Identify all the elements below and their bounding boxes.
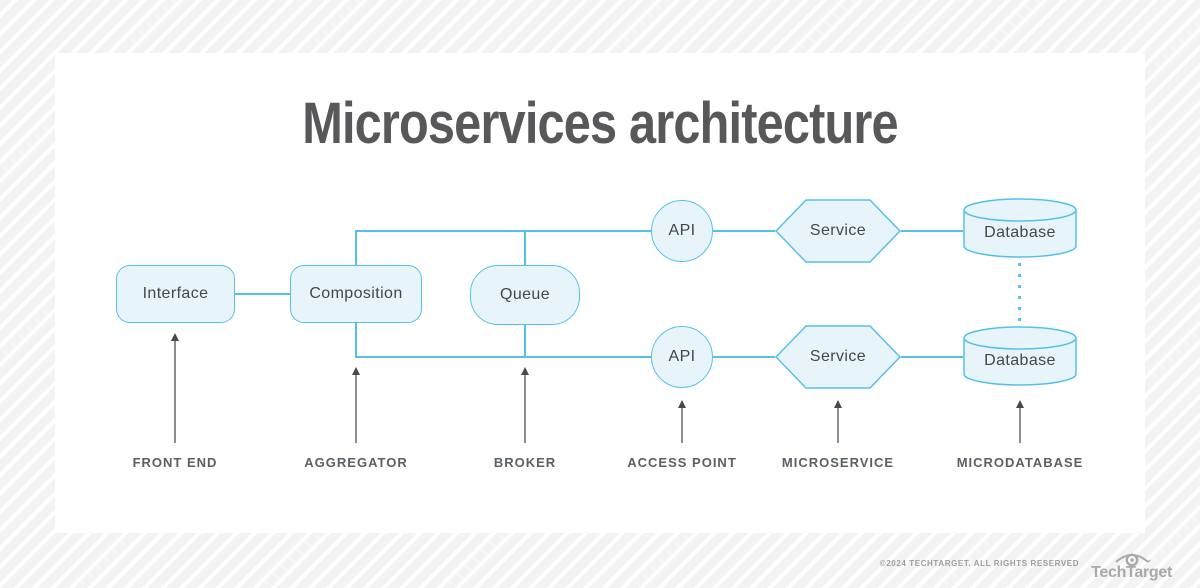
arrow-up-broker — [520, 367, 530, 443]
node-service-top-label: Service — [809, 222, 867, 239]
connector-queue-down — [524, 325, 526, 357]
eye-icon — [1114, 553, 1151, 567]
techtarget-logo: TechTarget — [1091, 549, 1172, 582]
node-interface: Interface — [116, 265, 235, 323]
node-service-top: Service — [775, 199, 901, 263]
node-database-top: Database — [963, 198, 1077, 258]
node-composition-label: Composition — [309, 285, 403, 302]
node-interface-label: Interface — [142, 285, 209, 302]
role-label-microservice: MICROSERVICE — [781, 455, 895, 470]
connector-database-dotted — [1018, 263, 1021, 323]
node-database-bottom-label: Database — [984, 352, 1056, 369]
node-api-top: API — [651, 200, 713, 262]
connector-api-service-bottom — [713, 356, 775, 358]
brand-text: TechTarget — [1091, 564, 1172, 581]
connector-service-database-bottom — [901, 356, 963, 358]
node-api-top-label: API — [668, 222, 696, 239]
role-label-microdatabase: MICRODATABASE — [956, 455, 1084, 470]
connector-composition-up — [355, 230, 357, 266]
arrowhead-icon — [171, 333, 179, 341]
role-label-broker: BROKER — [493, 455, 557, 470]
hexagon-icon — [775, 199, 901, 263]
arrowhead-icon — [352, 367, 360, 375]
node-composition: Composition — [290, 265, 422, 323]
page-title: Microservices architecture — [302, 91, 898, 156]
connector-api-service-top — [713, 230, 775, 232]
arrowhead-icon — [521, 367, 529, 375]
arrow-up-access-point — [677, 400, 687, 443]
arrowhead-icon — [678, 400, 686, 408]
arrow-up-front-end — [170, 333, 180, 443]
connector-bottom-bus — [355, 356, 651, 358]
node-queue: Queue — [470, 265, 580, 325]
node-queue-label: Queue — [499, 286, 551, 303]
connector-top-bus — [355, 230, 651, 232]
copyright-text: ©2024 TECHTARGET. ALL RIGHTS RESERVED — [879, 559, 1080, 568]
diagram-card: Microservices architecture Interface Com… — [55, 53, 1145, 533]
role-label-front-end: FRONT END — [132, 455, 218, 470]
cylinder-icon — [963, 198, 1077, 258]
arrowhead-icon — [834, 400, 842, 408]
node-service-bottom-label: Service — [809, 348, 867, 365]
role-label-access-point: ACCESS POINT — [627, 455, 737, 470]
node-api-bottom-label: API — [668, 348, 696, 365]
node-database-top-label: Database — [984, 224, 1056, 241]
arrowhead-icon — [1016, 400, 1024, 408]
arrow-up-microservice — [833, 400, 843, 443]
arrow-up-aggregator — [351, 367, 361, 443]
connector-interface-composition — [235, 293, 290, 295]
cylinder-icon — [963, 326, 1077, 386]
connector-service-database-top — [901, 230, 963, 232]
arrow-up-microdatabase — [1015, 400, 1025, 443]
node-database-bottom: Database — [963, 326, 1077, 386]
role-label-aggregator: AGGREGATOR — [304, 455, 408, 470]
footer: ©2024 TECHTARGET. ALL RIGHTS RESERVED Te… — [880, 549, 1172, 582]
node-service-bottom: Service — [775, 325, 901, 389]
connector-composition-down — [355, 323, 357, 357]
hexagon-icon — [775, 325, 901, 389]
connector-queue-up — [524, 230, 526, 266]
node-api-bottom: API — [651, 326, 713, 388]
